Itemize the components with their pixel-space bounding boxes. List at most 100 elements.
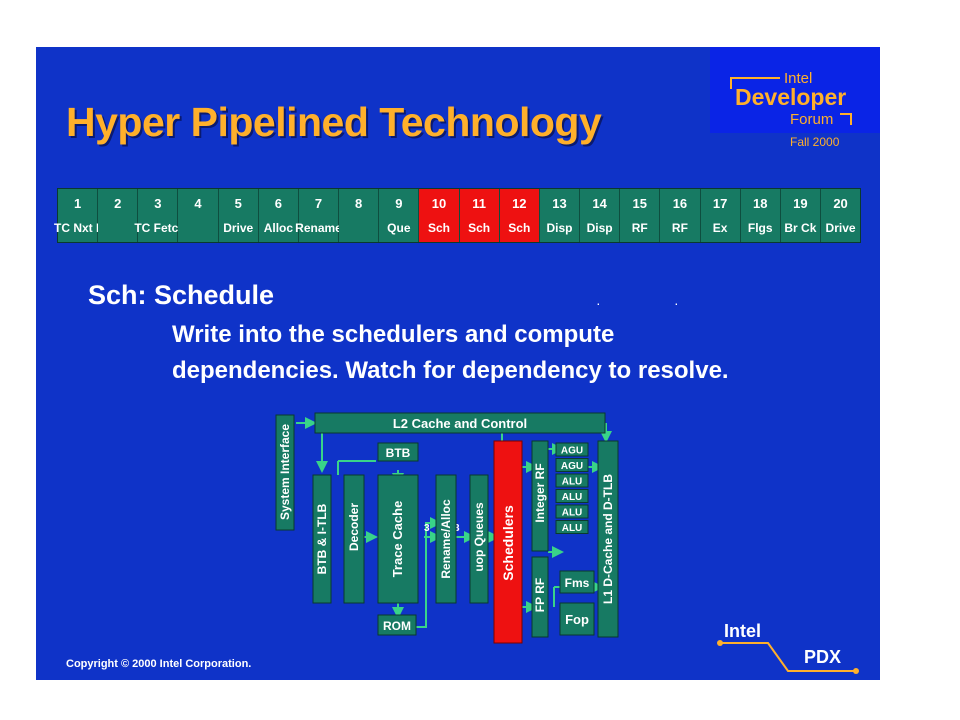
stage-number: 13 <box>552 196 567 211</box>
bandwidth-label-3: 3 <box>454 523 460 534</box>
stage-number: 18 <box>753 196 768 211</box>
fp-rf-label: FP RF <box>533 578 547 612</box>
bandwidth-label-3: 3 <box>424 523 430 534</box>
stage-number: 2 <box>114 196 122 211</box>
btb-itlb-block <box>312 474 332 604</box>
integer-rf-block <box>531 440 549 552</box>
stage-name: Rename <box>295 221 342 235</box>
stage-number: 16 <box>672 196 688 211</box>
rename-alloc-label: Rename/Alloc <box>439 499 453 579</box>
execution-unit-label: AGU <box>561 446 583 457</box>
description-line-2: dependencies. Watch for dependency to re… <box>172 357 729 384</box>
stage-description: Write into the schedulers and compute de… <box>172 317 729 389</box>
pipeline-stage-8: 8 <box>339 189 380 242</box>
stage-name: Sch <box>427 221 450 235</box>
stage-name: Drive <box>825 221 856 235</box>
processor-block-diagram: 3 3 L2 Cache and Control System Interfac… <box>275 412 619 644</box>
uop-queues-label: uop Queues <box>472 502 486 572</box>
stage-number: 11 <box>472 196 487 211</box>
execution-unit-block <box>555 458 589 472</box>
copyright-text: Copyright © 2000 Intel Corporation. <box>66 658 252 670</box>
stage-number: 7 <box>314 196 323 211</box>
stage-name: Disp <box>586 221 613 235</box>
execution-unit-block <box>555 504 589 519</box>
fop-block <box>559 602 595 636</box>
stage-number: 6 <box>274 196 282 211</box>
execution-unit-label: ALU <box>562 508 583 519</box>
btb-block <box>377 442 419 462</box>
trace-cache-block <box>377 474 419 604</box>
l2-cache-label: L2 Cache and Control <box>393 416 527 431</box>
execution-unit-label: ALU <box>562 523 583 534</box>
execution-unit-block <box>555 489 589 503</box>
integer-rf-label: Integer RF <box>533 463 547 522</box>
pipeline-stage-4: 4 <box>178 189 219 242</box>
stage-number: 8 <box>355 196 363 211</box>
stage-name: Drive <box>223 221 254 235</box>
brand-intel-text: Intel <box>724 621 761 641</box>
description-line-1: Write into the schedulers and compute <box>172 321 615 348</box>
stage-name: Disp <box>546 221 573 235</box>
stage-number: 15 <box>632 196 647 211</box>
schedulers-block <box>493 440 523 644</box>
btb-label: BTB <box>386 446 411 460</box>
rename-alloc-block <box>435 474 457 604</box>
trace-cache-label: Trace Cache <box>390 501 405 578</box>
stage-number: 19 <box>793 196 808 211</box>
stage-number: 5 <box>234 196 242 211</box>
system-interface-label: System Interface <box>278 424 292 520</box>
stage-name: RF <box>671 221 688 235</box>
fop-label: Fop <box>565 612 589 627</box>
stage-name: TC Fetch <box>134 221 186 235</box>
stage-number: 9 <box>395 196 403 211</box>
logo-forum-text: Forum <box>790 111 834 128</box>
stage-name: RF <box>631 221 648 235</box>
execution-units: AGU AGU ALU ALU ALU ALU <box>555 442 589 534</box>
l1-dcache-dtlb-block <box>597 440 619 638</box>
stage-number: 14 <box>592 196 607 211</box>
stage-number: 12 <box>512 196 527 211</box>
stage-number: 4 <box>194 196 202 211</box>
rom-label: ROM <box>383 619 411 633</box>
stage-number: 17 <box>712 196 728 211</box>
stage-name: Br Ck <box>784 221 817 235</box>
stage-name: Sch <box>468 221 491 235</box>
btb-itlb-label: BTB & I-TLB <box>315 503 329 574</box>
rom-block <box>377 614 417 636</box>
stage-name: Que <box>387 221 411 235</box>
execution-unit-label: AGU <box>561 461 583 472</box>
uop-queues-block <box>469 474 489 604</box>
decoder-label: Decoder <box>347 503 361 551</box>
l1-dcache-dtlb-label: L1 D-Cache and D-TLB <box>601 474 615 604</box>
execution-unit-label: ALU <box>562 477 583 488</box>
stage-name: Flgs <box>747 221 773 235</box>
execution-unit-block <box>555 442 589 457</box>
logo-intel-text: Intel <box>784 70 813 87</box>
stage-name: Sch <box>508 221 531 235</box>
execution-unit-label: ALU <box>562 492 583 503</box>
brand-pdx-text: PDX <box>804 647 841 667</box>
stage-number: 1 <box>73 196 82 211</box>
stage-name: Ex <box>712 221 728 235</box>
system-interface-block <box>275 414 295 531</box>
stray-dot: · <box>674 295 679 311</box>
fms-label: Fms <box>565 576 590 590</box>
intel-pdx-logo: Intel PDX <box>717 621 859 674</box>
